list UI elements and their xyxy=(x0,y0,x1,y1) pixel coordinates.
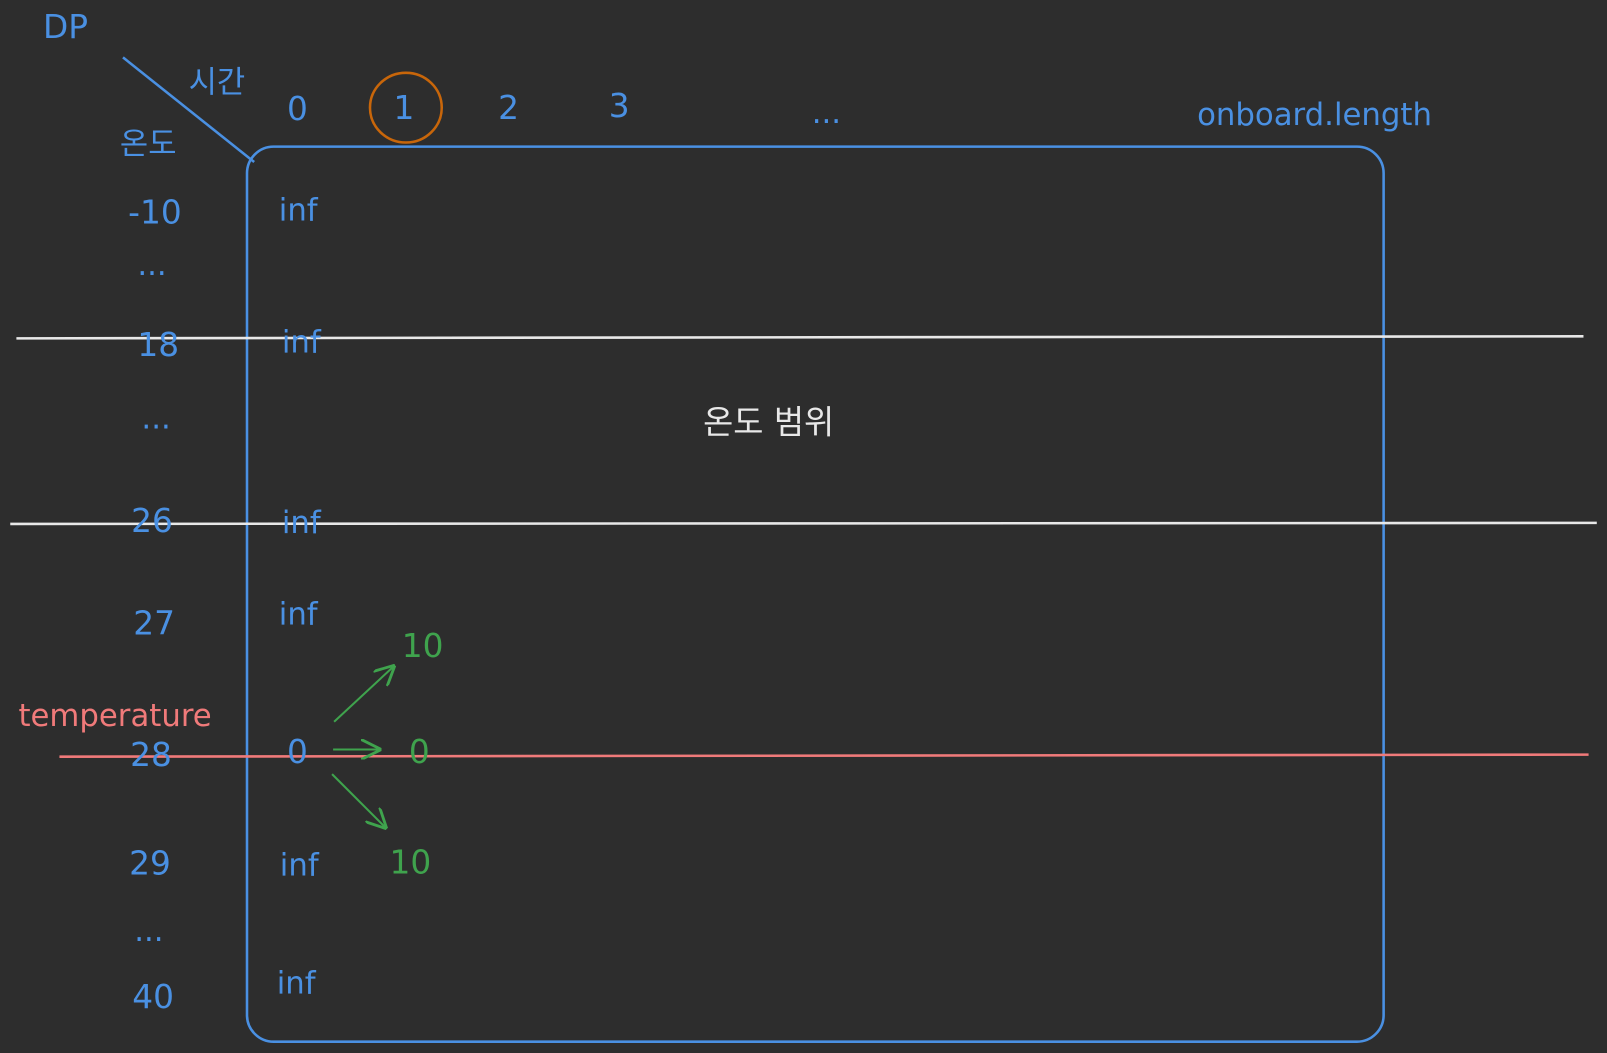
temperature-line xyxy=(59,753,1589,758)
arrow-up xyxy=(333,666,393,723)
transition-value-up: 10 xyxy=(401,626,444,666)
dp-title: DP xyxy=(43,7,89,47)
transition-value-down: 10 xyxy=(389,842,432,882)
row-header: ... xyxy=(137,247,167,283)
arrow-down xyxy=(331,773,385,827)
dp-cell: inf xyxy=(281,325,321,361)
range-upper-line xyxy=(16,335,1584,340)
column-header: 1 xyxy=(393,88,415,128)
column-header: ... xyxy=(811,95,842,132)
column-header: 0 xyxy=(286,89,308,129)
dp-cell: 0 xyxy=(286,732,308,772)
column-header: 2 xyxy=(498,88,519,128)
dp-cell: inf xyxy=(281,505,321,542)
dp-cell: inf xyxy=(276,965,316,1002)
dp-cell: inf xyxy=(278,596,318,633)
transition-value-stay: 0 xyxy=(408,732,430,772)
range-lower-line xyxy=(10,521,1597,526)
row-header: 27 xyxy=(133,603,175,643)
column-1-highlight xyxy=(368,71,444,144)
row-header: ... xyxy=(141,400,171,437)
temperature-label: temperature xyxy=(18,698,212,735)
row-header: 29 xyxy=(129,843,171,883)
row-header: ... xyxy=(134,913,164,950)
row-header: 18 xyxy=(137,325,180,364)
corner-diagonal xyxy=(122,56,255,163)
dp-table-box xyxy=(245,145,1385,1043)
column-header: 3 xyxy=(608,86,630,126)
temperature-axis-label: 온도 xyxy=(119,126,177,162)
dp-cell: inf xyxy=(279,847,319,884)
row-header: 28 xyxy=(130,735,172,775)
time-axis-label: 시간 xyxy=(188,64,246,101)
row-header: 40 xyxy=(132,977,174,1017)
temperature-range-label: 온도 범위 xyxy=(703,402,835,442)
dp-cell: inf xyxy=(278,192,318,229)
row-header: -10 xyxy=(128,192,182,232)
row-header: 26 xyxy=(131,501,173,541)
column-header: onboard.length xyxy=(1197,97,1432,134)
